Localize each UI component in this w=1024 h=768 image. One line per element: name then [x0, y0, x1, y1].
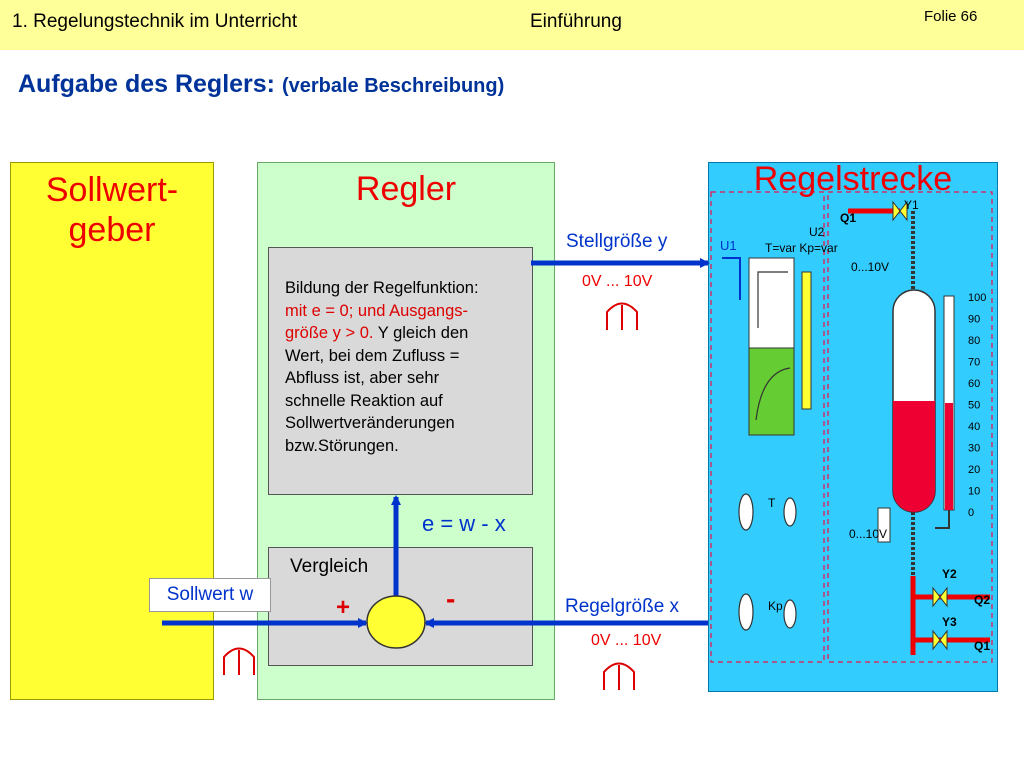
strecke-frame-left: [710, 191, 825, 663]
u1-wire: [722, 257, 741, 300]
vergleich-label: Vergleich: [290, 556, 369, 577]
label-t-kp: T=var Kp=var: [765, 241, 838, 255]
scope-step-trace: [757, 271, 788, 328]
valve-y3: [932, 629, 948, 651]
header-section: Einführung: [530, 11, 622, 32]
scope-response-trace: [755, 367, 791, 421]
stellgroesse-label: Stellgröße y: [566, 231, 668, 252]
arch-symbol-regel: [603, 662, 635, 690]
header-course-title: 1. Regelungstechnik im Unterricht: [12, 11, 298, 32]
regelstrecke-title: Regelstrecke: [753, 160, 953, 198]
scale-label: 90: [968, 314, 980, 326]
valve-y1: [892, 200, 908, 222]
plus-sign: +: [336, 594, 351, 621]
gauge-fill: [945, 403, 953, 510]
scale-label: 10: [968, 486, 980, 498]
scope-display-bottom: [748, 347, 795, 436]
label-u2: U2: [809, 225, 825, 239]
page-title: Aufgabe des Reglers: (verbale Beschreibu…: [18, 70, 504, 99]
label-range-bottom: 0...10V: [849, 527, 887, 541]
error-formula: e = w - x: [422, 511, 506, 536]
function-line: schnelle Reaktion auf: [285, 391, 443, 410]
scale-label: 0: [968, 507, 974, 519]
sollwertgeber-title-line1: Sollwert-: [45, 171, 179, 209]
sollwert-w-label: Sollwert w: [149, 578, 271, 612]
function-line: größe y > 0. Y gleich den: [285, 322, 525, 345]
label-kp: Kp: [768, 599, 783, 613]
label-q2: Q2: [974, 593, 990, 607]
function-box: [268, 247, 533, 495]
function-line: Bildung der Regelfunktion:: [285, 279, 479, 297]
function-line: Sollwertveränderungen: [285, 414, 455, 432]
stellgroesse-range: 0V ... 10V: [582, 273, 653, 290]
kp-knob-side: [783, 599, 797, 629]
label-range-top: 0...10V: [851, 260, 889, 274]
scale-label: 100: [968, 292, 986, 304]
scale-label: 50: [968, 400, 980, 412]
scale-label: 60: [968, 378, 980, 390]
kp-knob: [738, 593, 754, 631]
function-line: mit e = 0; und Ausgangs-: [285, 301, 468, 320]
output-bar: [801, 271, 812, 410]
label-t: T: [768, 496, 776, 510]
function-line-part: Y gleich den: [373, 324, 469, 342]
tank-fill: [893, 401, 935, 512]
function-line-part: größe y > 0.: [285, 324, 374, 342]
title-sub: (verbale Beschreibung): [281, 75, 505, 97]
arch-symbol-soll: [223, 647, 255, 675]
t-knob: [738, 493, 754, 531]
label-u1: U1: [720, 238, 737, 253]
label-y1: Y1: [904, 198, 919, 212]
sensor-box: [877, 507, 891, 543]
label-y3: Y3: [942, 615, 957, 629]
function-line: Wert, bei dem Zufluss =: [285, 346, 460, 365]
slide-header: [0, 0, 1024, 50]
valve-y2: [932, 586, 948, 608]
sollwertgeber-title: Sollwert- geber: [10, 170, 214, 250]
label-q1-bottom: Q1: [974, 639, 990, 653]
strecke-frame-right: [827, 191, 993, 663]
function-line: bzw.Störungen.: [285, 436, 399, 455]
sollwertgeber-title-line2: geber: [68, 211, 156, 249]
label-q1-top: Q1: [840, 211, 856, 225]
function-line: Abfluss ist, aber sehr: [285, 369, 440, 387]
function-description: Bildung der Regelfunktion: mit e = 0; un…: [285, 277, 525, 457]
scale-label: 80: [968, 335, 980, 347]
slide-number: Folie 66: [924, 8, 978, 25]
scale-label: 70: [968, 357, 980, 369]
label-y2: Y2: [942, 567, 957, 581]
scale-label: 40: [968, 421, 980, 433]
arch-symbol-stell: [606, 302, 638, 330]
scale-label: 30: [968, 443, 980, 455]
regelgroesse-label: Regelgröße x: [565, 596, 680, 617]
scale-label: 20: [968, 464, 980, 476]
gauge-return-pipe: [935, 510, 950, 529]
t-knob-side: [783, 497, 797, 527]
regelgroesse-range: 0V ... 10V: [591, 632, 662, 649]
regler-title: Regler: [355, 170, 457, 208]
title-main: Aufgabe des Reglers:: [18, 70, 276, 98]
minus-sign: -: [446, 583, 456, 614]
comparator-circle: [366, 595, 426, 649]
